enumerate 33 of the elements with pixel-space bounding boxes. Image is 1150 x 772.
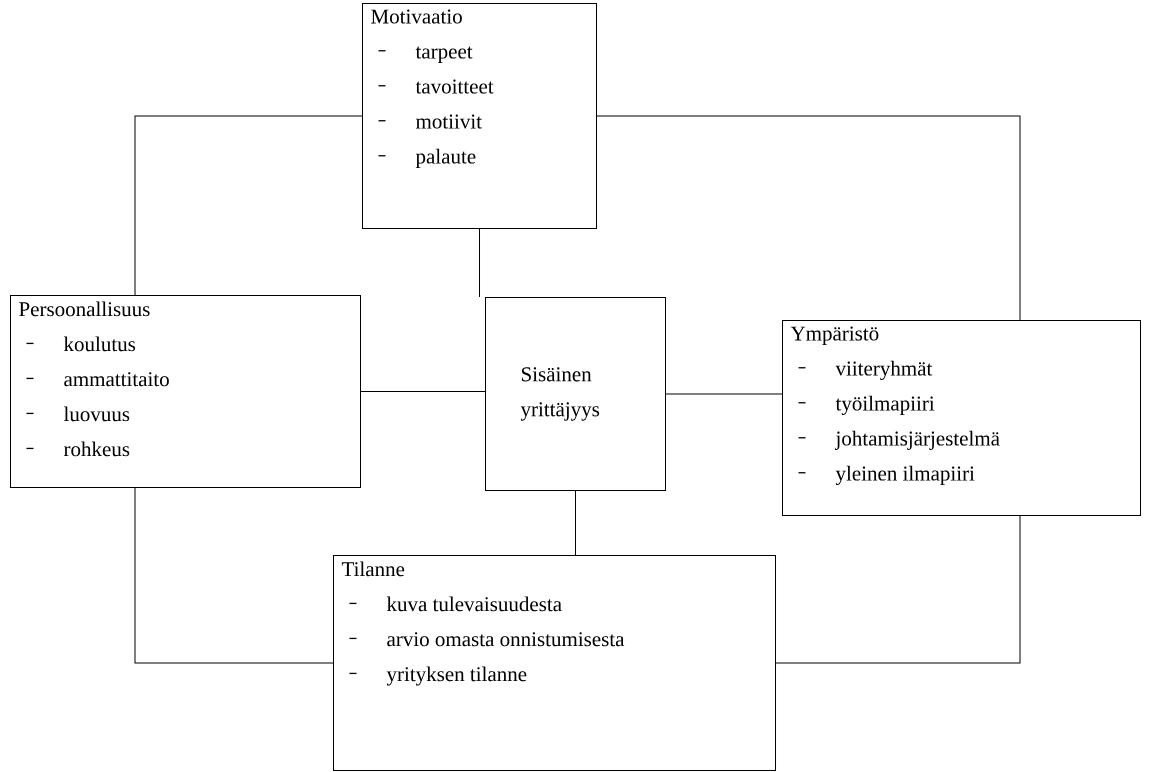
connector-line	[596, 115, 1021, 321]
connector-line	[134, 487, 334, 664]
list-item: tarpeet	[415, 46, 473, 63]
list-item: motiivit	[415, 114, 482, 129]
list-item: arvio omasta onnistumisesta	[387, 632, 625, 647]
box	[362, 3, 597, 229]
list-item: viiteryhmät	[835, 360, 933, 380]
heading: Ympäristö	[790, 326, 879, 345]
heading: Sisäinen yrittäjyys	[520, 367, 600, 421]
list-item: kuva tulevaisuudesta	[386, 596, 562, 612]
box	[10, 295, 361, 488]
list-item: tavoitteet	[415, 79, 494, 94]
heading: Persoonallisuus	[19, 301, 150, 317]
list-item: luovuus	[63, 406, 130, 422]
box	[782, 320, 1141, 516]
connector-line	[775, 515, 1021, 664]
list-item: yrityksen tilanne	[386, 666, 527, 686]
heading: Motivaatio	[371, 9, 462, 24]
heading: Tilanne	[341, 561, 405, 577]
list-item: ammattitaito	[64, 372, 169, 387]
connector-line	[665, 393, 783, 395]
list-item: johtamisjärjestelmä	[834, 430, 1000, 450]
connector-line	[479, 228, 480, 298]
box	[333, 555, 776, 771]
list-item: työilmapiiri	[835, 395, 935, 415]
connector-line	[134, 115, 363, 296]
box	[485, 297, 666, 491]
connector-line	[575, 490, 576, 556]
list-item: yleinen ilmapiiri	[835, 465, 975, 485]
list-item: rohkeus	[63, 441, 130, 457]
list-item: palaute	[415, 148, 476, 168]
connector-line	[360, 391, 486, 392]
list-item: koulutus	[63, 336, 136, 352]
